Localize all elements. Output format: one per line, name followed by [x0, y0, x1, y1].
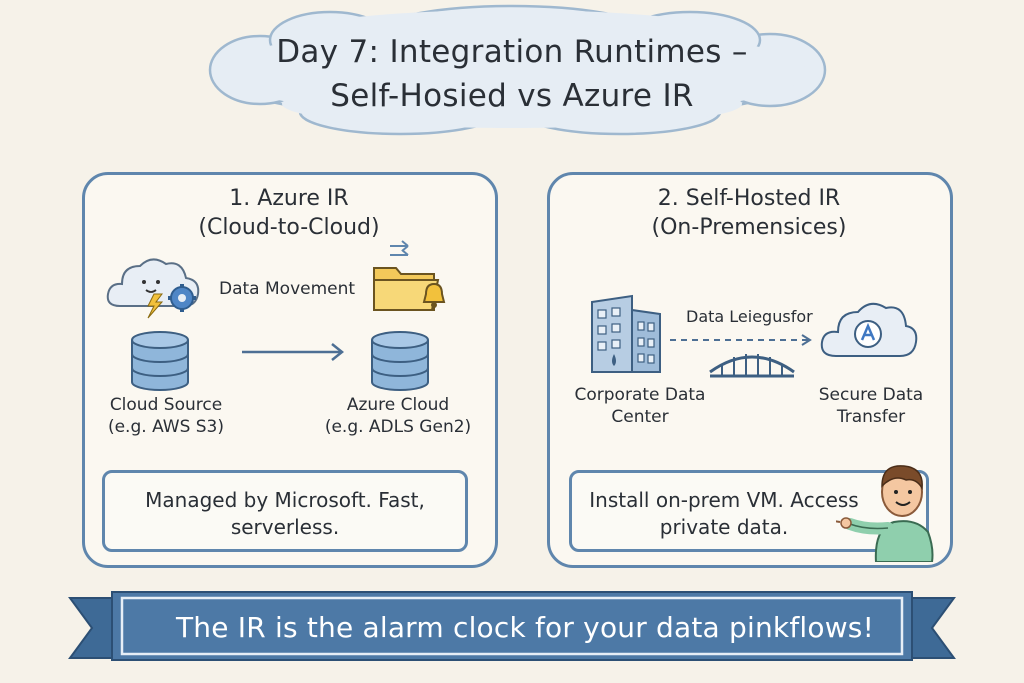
page-title-line1: Day 7: Integration Runtimes – — [276, 34, 748, 70]
banner-text: The IR is the alarm clock for your data … — [175, 611, 875, 644]
bottom-banner — [68, 591, 956, 661]
secure-transfer-line1: Secure Data — [818, 385, 924, 405]
page-title-line2: Self-Hosied vs Azure IR — [330, 78, 694, 114]
self-hosted-ir-note: Install on-prem VM. Access private data. — [569, 470, 929, 552]
self-hosted-ir-title: 2. Self-Hosted IR — [657, 186, 841, 211]
self-hosted-ir-note-line2: private data. — [659, 515, 789, 539]
azure-cloud-line2: (e.g. ADLS Gen2) — [324, 417, 472, 437]
azure-ir-subtitle: (Cloud-to-Cloud) — [198, 215, 380, 240]
bridge-icon — [709, 354, 795, 378]
azure-ir-note-line1: Managed by Microsoft. Fast, — [145, 488, 425, 512]
cloud-source-caption: Cloud Source (e.g. AWS S3) — [96, 394, 236, 438]
self-hosted-ir-note-line1: Install on-prem VM. Access — [589, 488, 859, 512]
data-link-label: Data Leiegusfor — [686, 307, 813, 326]
azure-cloud-database-icon — [371, 331, 429, 391]
secure-transfer-caption: Secure Data Transfer — [806, 384, 936, 428]
azure-cloud-caption: Azure Cloud (e.g. ADLS Gen2) — [318, 394, 478, 438]
cloud-source-line1: Cloud Source — [109, 395, 223, 415]
data-movement-label: Data Movement — [219, 279, 356, 299]
corporate-data-caption: Corporate Data Center — [560, 384, 720, 428]
corporate-building-icon — [591, 294, 661, 373]
flow-arrow — [242, 343, 345, 361]
title-cloud — [208, 4, 827, 136]
corporate-data-line2: Center — [611, 407, 669, 427]
cloud-gear-icon — [106, 258, 200, 319]
folder-alarm-icon — [373, 240, 446, 311]
azure-ir-title: 1. Azure IR — [229, 186, 349, 211]
cloud-source-database-icon — [131, 331, 189, 391]
dashed-connector — [670, 334, 812, 346]
azure-cloud-line1: Azure Cloud — [346, 395, 450, 415]
azure-ir-note: Managed by Microsoft. Fast, serverless. — [102, 470, 468, 552]
corporate-data-line1: Corporate Data — [574, 385, 706, 405]
secure-cloud-icon — [820, 302, 918, 357]
cloud-source-line2: (e.g. AWS S3) — [107, 417, 225, 437]
pointing-person-icon — [836, 465, 934, 562]
self-hosted-ir-subtitle: (On-Premensices) — [651, 215, 847, 240]
secure-transfer-line2: Transfer — [836, 407, 906, 427]
azure-ir-note-line2: serverless. — [230, 515, 340, 539]
